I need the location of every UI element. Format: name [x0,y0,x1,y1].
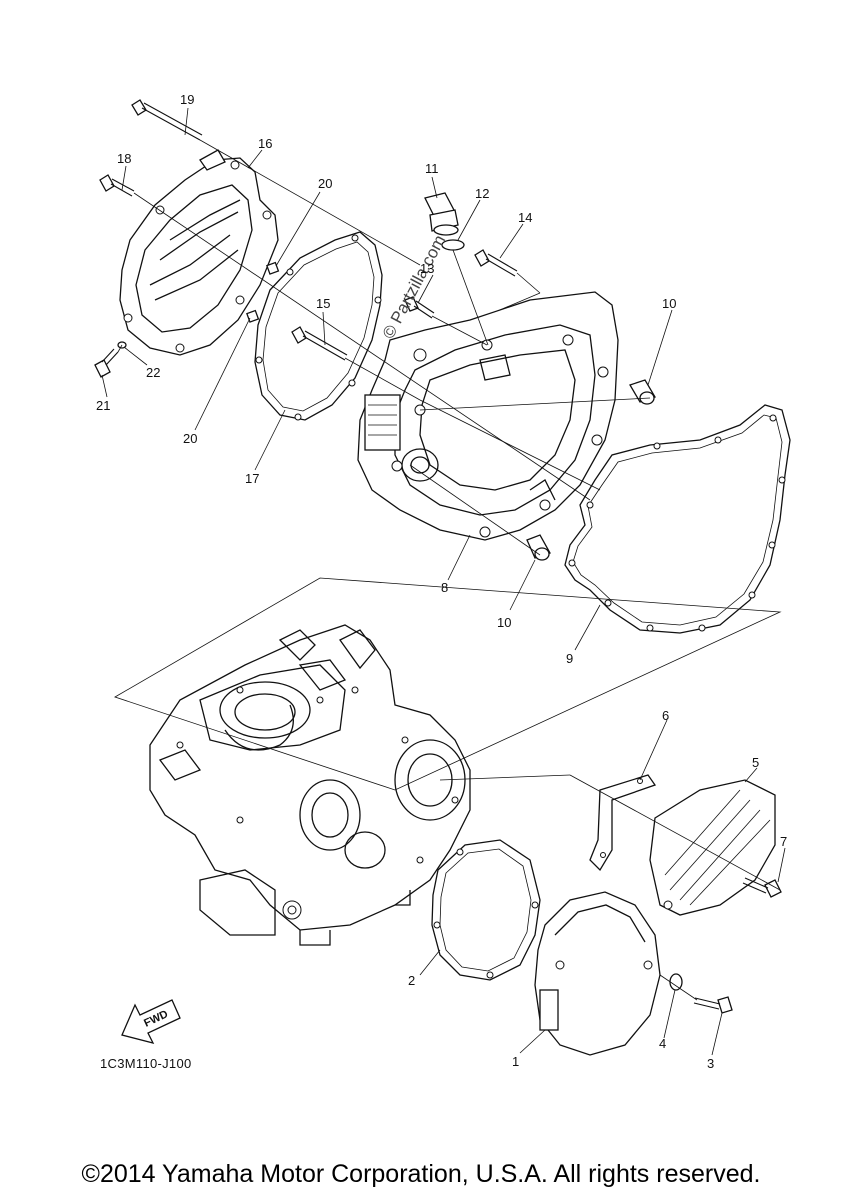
callout-20-lower: 20 [183,431,197,446]
guard-5 [649,779,776,916]
callout-13: 13 [420,261,434,276]
callout-1: 1 [512,1054,519,1069]
bolt-19 [131,99,203,141]
crankcase-reference-plane [114,577,782,791]
callout-5: 5 [752,755,759,770]
bracket-6 [589,774,657,872]
callout-12: 12 [475,186,489,201]
callout-16: 16 [258,136,272,151]
generator-cover-gasket-2 [431,839,541,981]
diagram-code: 1C3M110-J100 [100,1056,192,1071]
clutch-cover-16 [119,149,279,356]
callout-6: 6 [662,708,669,723]
callout-18: 18 [117,151,131,166]
bolt-18 [99,174,135,197]
callout-14: 14 [518,210,532,225]
callout-21: 21 [96,398,110,413]
callout-2: 2 [408,973,415,988]
callout-10-upper: 10 [662,296,676,311]
callout-10-lower: 10 [497,615,511,630]
dowel-pin-10-lower [526,534,551,561]
clutch-cover-gasket-17 [254,231,383,421]
callout-8: 8 [441,580,448,595]
copyright-notice: ©2014 Yamaha Motor Corporation, U.S.A. A… [81,1160,761,1188]
callout-20-upper: 20 [318,176,332,191]
oil-filler-plug-11 [424,192,459,236]
crankcase [149,624,471,946]
crankcase-cover-8 [357,291,619,541]
fwd-arrow-icon: FWD [121,999,181,1044]
callout-22: 22 [146,365,160,380]
watermark-text: © Partzilla.com [379,232,450,342]
callout-15: 15 [316,296,330,311]
callout-19: 19 [180,92,194,107]
callout-7: 7 [780,834,787,849]
bolt-14 [474,249,518,277]
dowel-20-upper [266,261,280,275]
callout-11: 11 [425,161,439,176]
washer-4 [669,973,683,991]
callout-9: 9 [566,651,573,666]
callout-17: 17 [245,471,259,486]
bolt-15 [291,326,348,361]
dowel-pin-10-upper [629,379,656,405]
bolt-3 [693,996,733,1014]
crankcase-cover-gasket-9 [564,404,791,634]
bolt-13 [404,296,435,319]
leader-lines [101,107,786,1056]
generator-cover-1 [534,891,661,1056]
callout-3: 3 [707,1056,714,1071]
callout-labels: 1 2 3 4 5 6 7 8 9 10 10 11 12 13 14 15 1… [96,92,787,1071]
bolt-21 [94,348,119,378]
callout-4: 4 [659,1036,666,1051]
assembly-lines [117,139,781,1001]
